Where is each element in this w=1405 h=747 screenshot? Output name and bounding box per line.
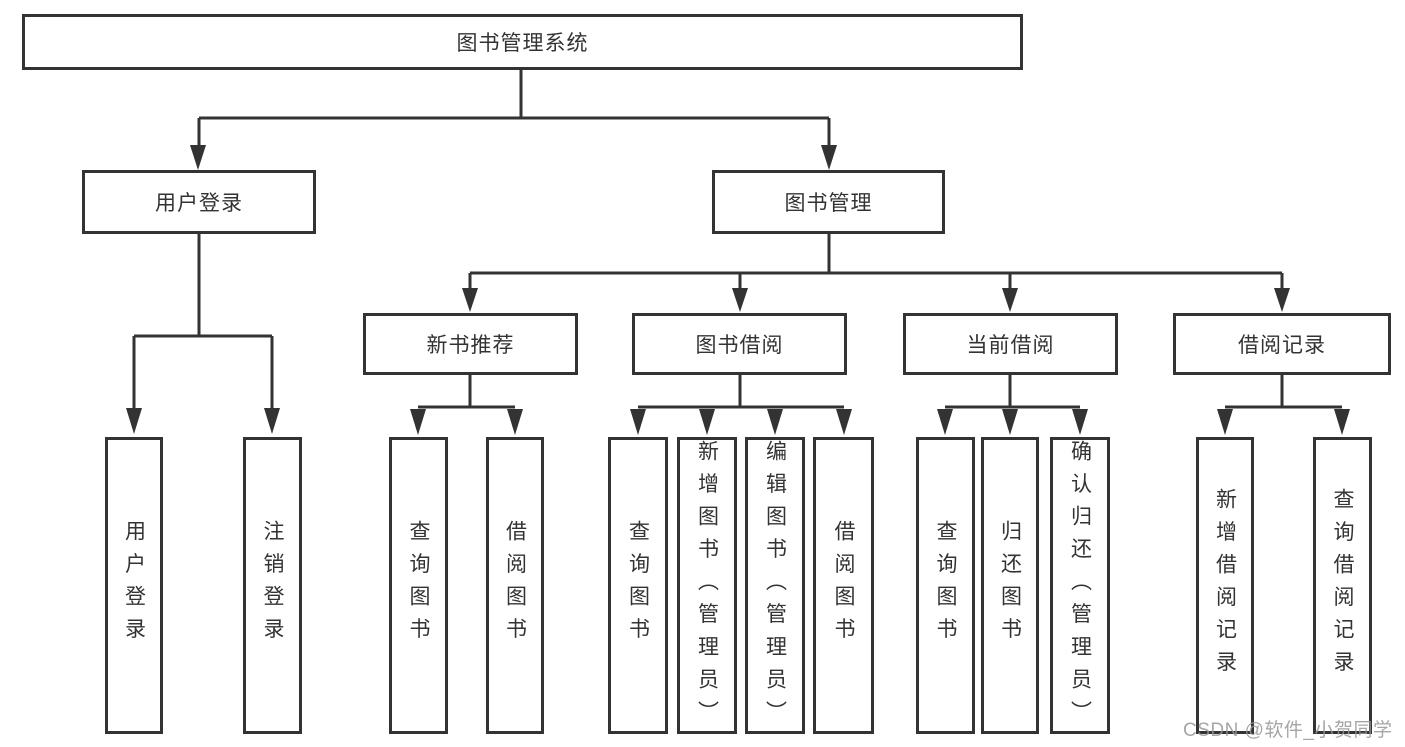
leaf-borrow-books-recommend: 借阅图书 — [486, 437, 544, 734]
node-book-borrowing: 图书借阅 — [632, 313, 847, 375]
arrowhead-icon — [126, 408, 142, 434]
node-user-login: 用户登录 — [82, 170, 316, 234]
connector-line-book-management-branch — [468, 234, 1284, 290]
node-label: 新增图书（管理员） — [695, 440, 719, 733]
leaf-query-borrow-record: 查询借阅记录 — [1313, 437, 1372, 734]
leaf-edit-book-admin: 编辑图书（管理员） — [745, 437, 805, 734]
arrowhead-icon — [836, 409, 852, 435]
node-new-book-recommendation: 新书推荐 — [363, 313, 578, 375]
node-label: 查询图书 — [934, 520, 957, 651]
node-label: 查询图书 — [407, 520, 430, 651]
csdn-watermark: CSDN @软件_小贺同学 — [1183, 720, 1393, 741]
arrowhead-icon — [507, 409, 523, 435]
leaf-add-borrow-record: 新增借阅记录 — [1196, 437, 1254, 734]
leaf-add-book-admin: 新增图书（管理员） — [677, 437, 737, 734]
node-label: 用户登录 — [122, 520, 146, 651]
node-root-library-management-system: 图书管理系统 — [22, 14, 1023, 70]
leaf-query-books-borrowing: 查询图书 — [608, 437, 668, 734]
leaf-user-login: 用户登录 — [105, 437, 163, 734]
arrowhead-icon — [767, 409, 783, 435]
node-label: 查询图书 — [626, 520, 650, 651]
node-label: 当前借阅 — [966, 334, 1055, 357]
connector-line-root — [197, 68, 831, 147]
node-current-borrowing: 当前借阅 — [903, 313, 1118, 375]
arrowhead-icon — [1274, 288, 1290, 312]
arrowhead-icon — [264, 408, 280, 434]
node-borrowing-records: 借阅记录 — [1173, 313, 1391, 375]
arrowhead-icon — [1334, 409, 1350, 435]
node-label: 查询借阅记录 — [1331, 487, 1354, 684]
leaf-return-book: 归还图书 — [981, 437, 1039, 734]
node-label: 归还图书 — [998, 520, 1022, 651]
arrowhead-icon — [1072, 409, 1088, 435]
arrowhead-icon — [410, 409, 426, 435]
arrowhead-icon — [821, 145, 837, 170]
node-label: 注销登录 — [261, 520, 284, 651]
arrowhead-icon — [1002, 288, 1018, 312]
connector-line-new-book-branch — [418, 375, 515, 409]
node-label: 图书管理 — [784, 192, 873, 215]
node-label: 新书推荐 — [426, 334, 515, 357]
leaf-query-books-current: 查询图书 — [916, 437, 975, 734]
arrowhead-icon — [190, 145, 206, 170]
node-label: 图书借阅 — [695, 334, 784, 357]
leaf-query-books-recommend: 查询图书 — [389, 437, 448, 734]
connector-line-borrowing-records-branch — [1225, 375, 1342, 409]
arrowhead-icon — [1217, 409, 1233, 435]
node-label: 新增借阅记录 — [1213, 487, 1237, 684]
connector-line-user-login-branch — [132, 234, 274, 410]
node-label: 用户登录 — [155, 192, 243, 215]
node-label: 编辑图书（管理员） — [763, 440, 787, 733]
node-label: 确认归还（管理员） — [1068, 440, 1092, 733]
connector-line-current-borrowing-branch — [945, 375, 1080, 409]
leaf-logout: 注销登录 — [243, 437, 302, 734]
node-book-management: 图书管理 — [712, 170, 945, 234]
node-label: 图书管理系统 — [456, 32, 589, 55]
arrowhead-icon — [1002, 409, 1018, 435]
arrowhead-icon — [937, 409, 953, 435]
arrowhead-icon — [699, 409, 715, 435]
node-label: 借阅图书 — [503, 520, 527, 651]
node-label: 借阅记录 — [1238, 334, 1326, 357]
leaf-borrow-books-borrowing: 借阅图书 — [813, 437, 874, 734]
node-label: 借阅图书 — [832, 520, 855, 651]
arrowhead-icon — [630, 409, 646, 435]
leaf-confirm-return-admin: 确认归还（管理员） — [1050, 437, 1110, 734]
arrowhead-icon — [732, 288, 748, 312]
arrowhead-icon — [462, 288, 478, 312]
connector-line-book-borrowing-branch — [638, 375, 844, 409]
